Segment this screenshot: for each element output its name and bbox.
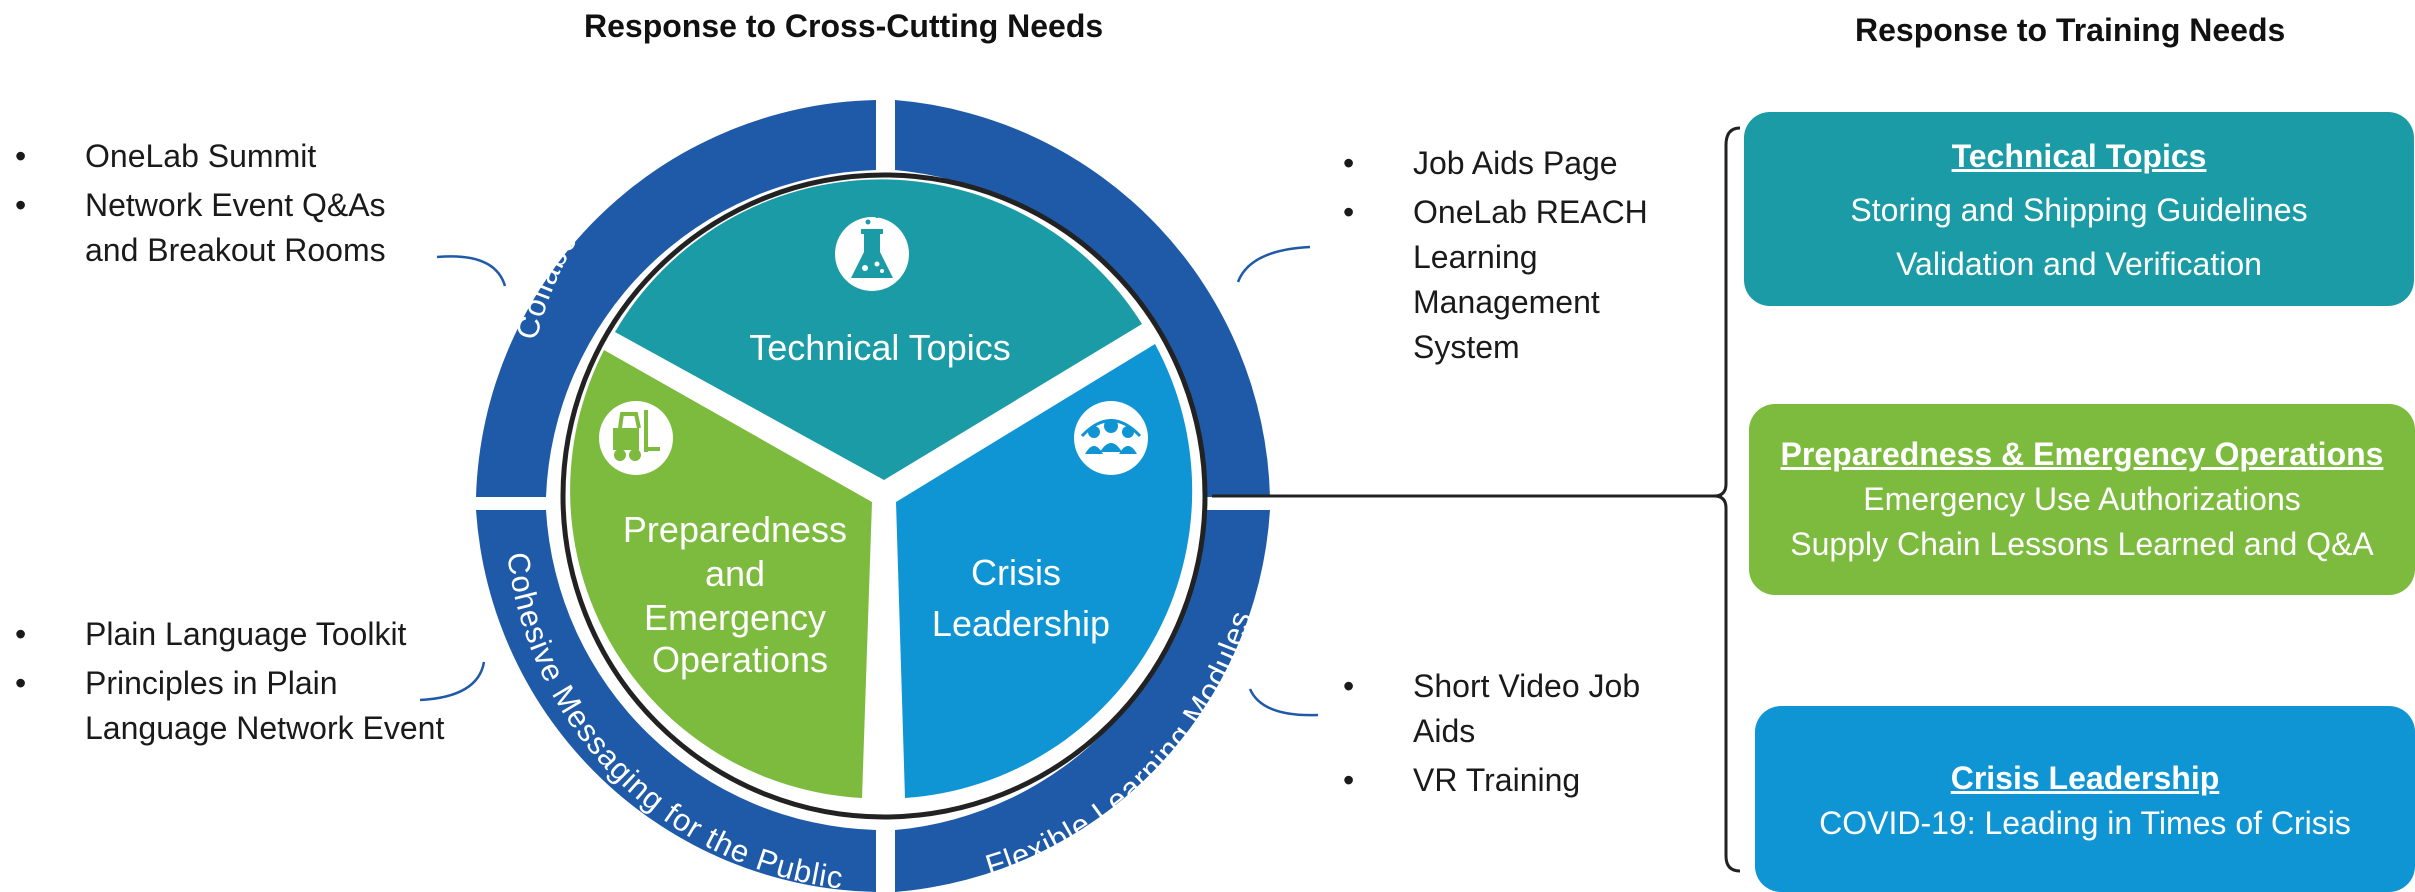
ring-flexible: [895, 510, 1270, 892]
ring-collaborative: [476, 100, 876, 497]
bullet-item: Short Video Job Aids: [1343, 664, 1673, 754]
ring-cohesive: [476, 510, 876, 892]
connector-centralized: [1236, 245, 1311, 283]
centralized-bullets: Job Aids Page OneLab REACH Learning Mana…: [1343, 141, 1673, 374]
wedge-technical: [615, 179, 1142, 480]
training-box-item: Emergency Use Authorizations: [1863, 481, 2301, 517]
bullet-item: Principles in Plain Language Network Eve…: [15, 661, 475, 751]
core-label-preparedness: Preparedness and Emergency Operations: [623, 509, 857, 680]
forklift-icon: [599, 401, 673, 475]
training-box-title: Preparedness & Emergency Operations: [1780, 436, 2384, 472]
training-box-crisis: Crisis Leadership COVID-19: Leading in T…: [1755, 706, 2415, 892]
cross-cutting-heading: Response to Cross-Cutting Needs: [584, 8, 1104, 44]
training-box-preparedness: Preparedness & Emergency Operations Emer…: [1749, 404, 2415, 595]
bullet-item: Plain Language Toolkit: [15, 612, 475, 657]
training-heading: Response to Training Needs: [1855, 12, 2286, 48]
collaborative-bullets: OneLab Summit Network Event Q&As and Bre…: [15, 134, 445, 277]
ring-centralized: [895, 100, 1270, 497]
connector-flexible: [1248, 688, 1319, 717]
flexible-bullets: Short Video Job Aids VR Training: [1343, 664, 1673, 807]
bullet-item: Job Aids Page: [1343, 141, 1673, 186]
bullet-item: OneLab REACH Learning Management System: [1343, 190, 1673, 370]
core-label-crisis: Crisis Leadership: [932, 552, 1110, 644]
core-label-technical: Technical Topics: [749, 327, 1010, 368]
connector-collaborative: [436, 255, 507, 287]
bullet-item: Network Event Q&As and Breakout Rooms: [15, 183, 445, 273]
training-box-title: Crisis Leadership: [1950, 760, 2220, 796]
training-box-item: Storing and Shipping Guidelines: [1850, 192, 2308, 228]
training-box-item: Supply Chain Lessons Learned and Q&A: [1790, 526, 2374, 562]
training-box-title: Technical Topics: [1951, 138, 2207, 174]
cohesive-bullets: Plain Language Toolkit Principles in Pla…: [15, 612, 475, 755]
training-box-item: COVID-19: Leading in Times of Crisis: [1819, 805, 2351, 841]
bullet-item: OneLab Summit: [15, 134, 445, 179]
training-box-technical: Technical Topics Storing and Shipping Gu…: [1744, 112, 2414, 306]
team-icon: [1074, 401, 1148, 475]
training-bracket: [1713, 126, 1741, 873]
bullet-item: VR Training: [1343, 758, 1673, 803]
training-box-item: Validation and Verification: [1896, 246, 2262, 282]
flask-icon: [835, 214, 909, 291]
